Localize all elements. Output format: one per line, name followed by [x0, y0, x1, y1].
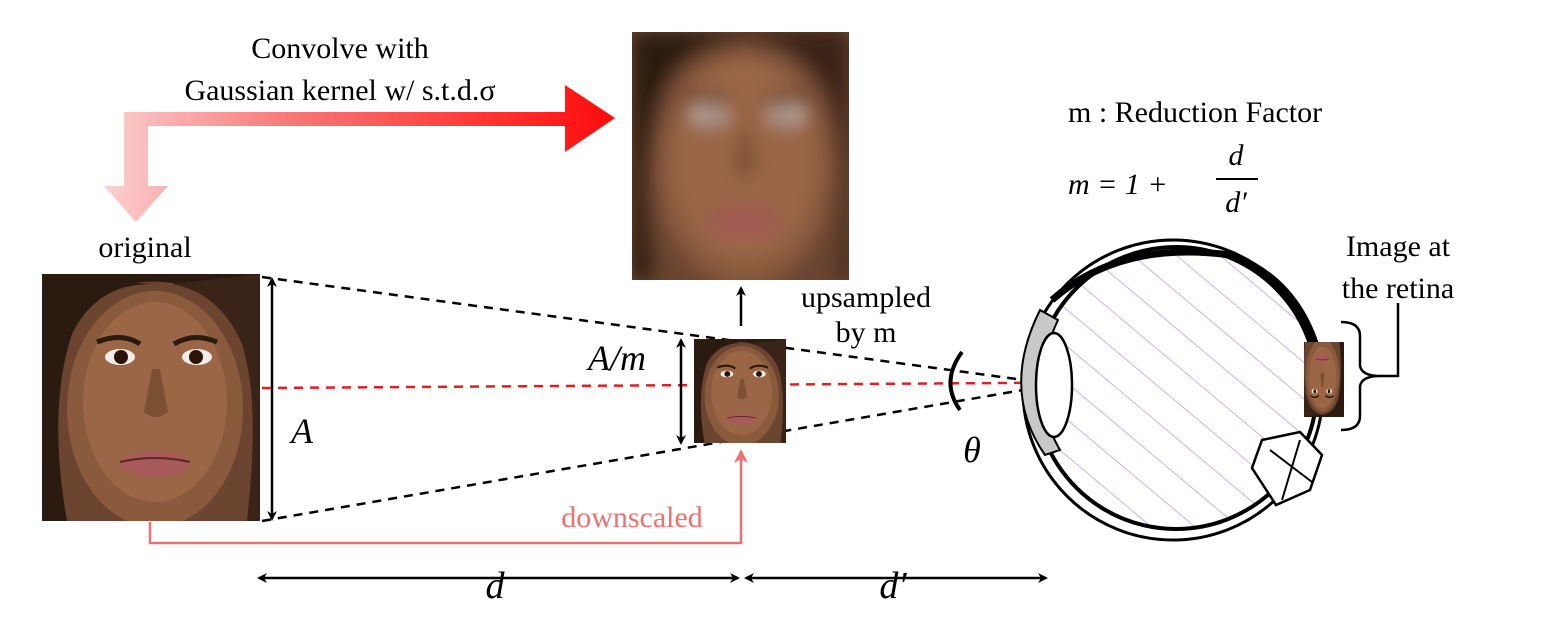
angle-arc [948, 350, 964, 412]
convolve-arrow [104, 85, 615, 222]
downscaled-face-image [694, 339, 786, 443]
retina-pointer [1380, 303, 1400, 378]
retina-label-line2: the retina [1342, 272, 1454, 305]
blurred-face-image [632, 32, 849, 280]
distance-dprime-label: d′ [879, 565, 907, 607]
formula-lhs: m = 1 + [1068, 168, 1168, 201]
distance-d-label: d [486, 565, 506, 607]
retina-brace [1340, 320, 1381, 432]
original-label: original [98, 231, 191, 264]
size-label-am: A/m [586, 338, 646, 378]
angle-label: θ [963, 430, 981, 470]
size-label-a: A [289, 411, 314, 451]
formula-definition: m : Reduction Factor [1068, 96, 1322, 129]
upsampled-label-line1: upsampled [801, 281, 931, 314]
upsampled-label-line2: by m [836, 316, 897, 349]
retina-label-line1: Image at [1346, 230, 1451, 263]
eye-illustration [1020, 238, 1325, 542]
formula-denominator: d′ [1225, 186, 1247, 219]
retina-image [1304, 342, 1344, 417]
downscaled-label: downscaled [561, 501, 703, 534]
convolve-label-line1: Convolve with [251, 32, 429, 65]
convolve-label-line2: Gaussian kernel w/ s.t.d.σ [184, 74, 495, 107]
formula-numerator: d [1229, 139, 1245, 172]
original-face-image [42, 274, 260, 527]
downscale-connector [148, 449, 748, 545]
